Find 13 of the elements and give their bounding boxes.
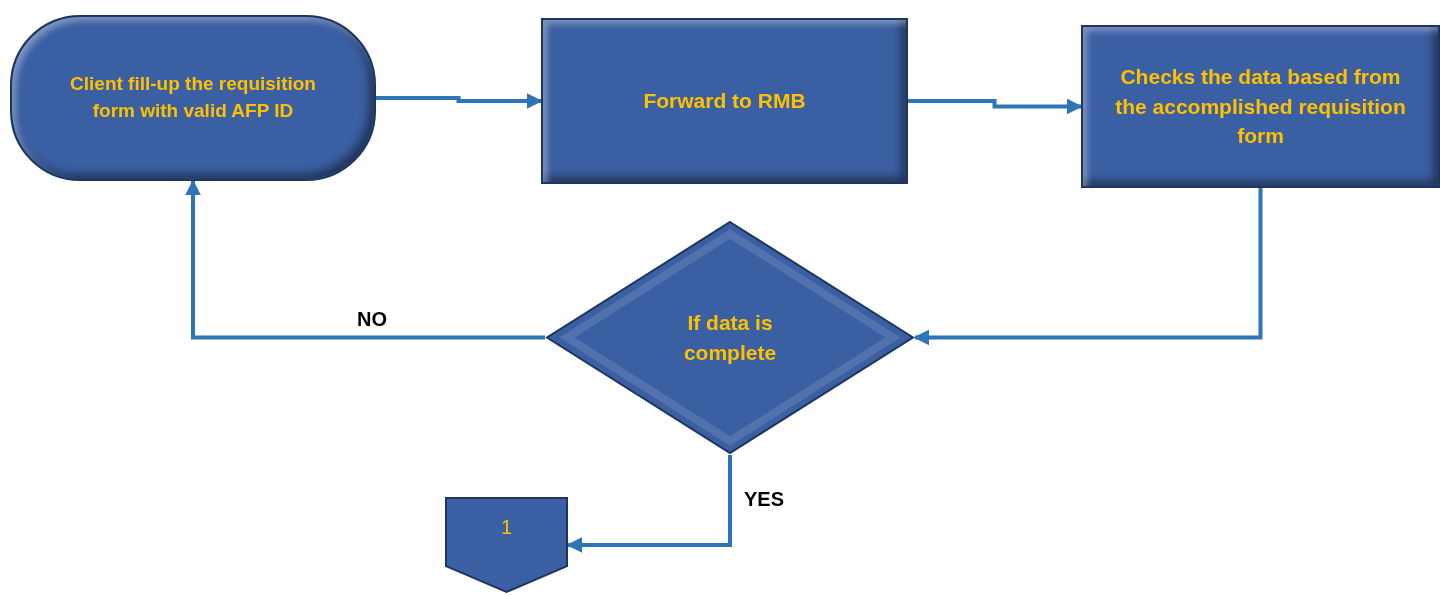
arrow xyxy=(908,98,1083,115)
node-text: Forward to RMB xyxy=(643,88,806,115)
node-text: If data is complete xyxy=(682,310,778,366)
node-text: Client fill-up the requisition form with valid AFP ID xyxy=(69,72,317,123)
off-page-connector xyxy=(445,497,568,593)
process-box xyxy=(541,18,908,184)
arrow xyxy=(913,188,1263,346)
node-text: 1 xyxy=(500,515,513,540)
node-text: Checks the data based from the accomplished requisition form xyxy=(1114,64,1407,150)
arrow xyxy=(185,179,545,340)
arrow xyxy=(376,93,543,109)
decision-diamond xyxy=(545,220,915,455)
process-box xyxy=(1081,25,1440,188)
